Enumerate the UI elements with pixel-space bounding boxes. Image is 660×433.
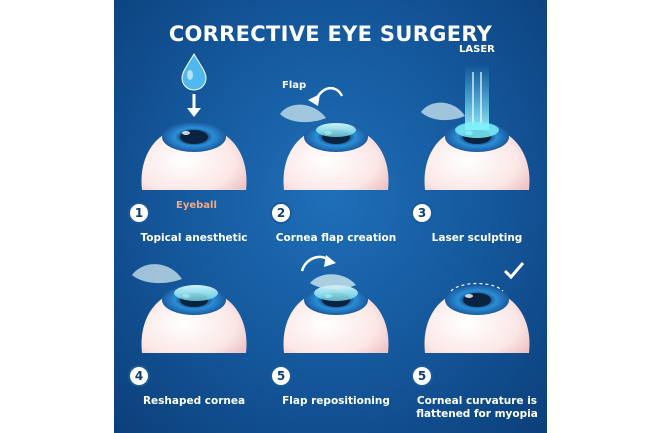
step-caption: Cornea flap creation	[275, 232, 397, 244]
step-caption: Corneal curvature is flattened for myopi…	[416, 395, 538, 420]
laser-label: LASER	[459, 44, 495, 55]
step-caption: Laser sculpting	[431, 232, 523, 244]
step-number-badge: 5	[270, 365, 292, 387]
eye-illustration	[141, 53, 247, 190]
flap-label: Flap	[282, 80, 307, 91]
step-number-badge: 4	[128, 365, 150, 387]
step-caption: Topical anesthetic	[140, 232, 248, 244]
step-caption: Flap repositioning	[282, 395, 390, 407]
check-icon	[503, 262, 525, 280]
step-number-badge: 3	[411, 202, 433, 224]
eye-illustration	[283, 255, 389, 353]
step-number-badge: 2	[270, 202, 292, 224]
flap	[310, 274, 356, 290]
step-caption: Reshaped cornea	[142, 395, 246, 407]
eye-illustration	[132, 264, 247, 353]
drop-icon	[181, 53, 207, 91]
eye-illustration	[424, 262, 530, 353]
laser-beam	[465, 64, 489, 130]
eye-illustration	[280, 87, 389, 190]
step-number-badge: 5	[411, 365, 433, 387]
page-title: CORRECTIVE EYE SURGERY	[168, 22, 493, 46]
eyeball-label: Eyeball	[176, 200, 217, 211]
step-number-badge: 1	[128, 202, 150, 224]
eye-illustration	[421, 64, 530, 190]
reshaped-cornea	[174, 285, 218, 301]
flap	[280, 104, 326, 123]
